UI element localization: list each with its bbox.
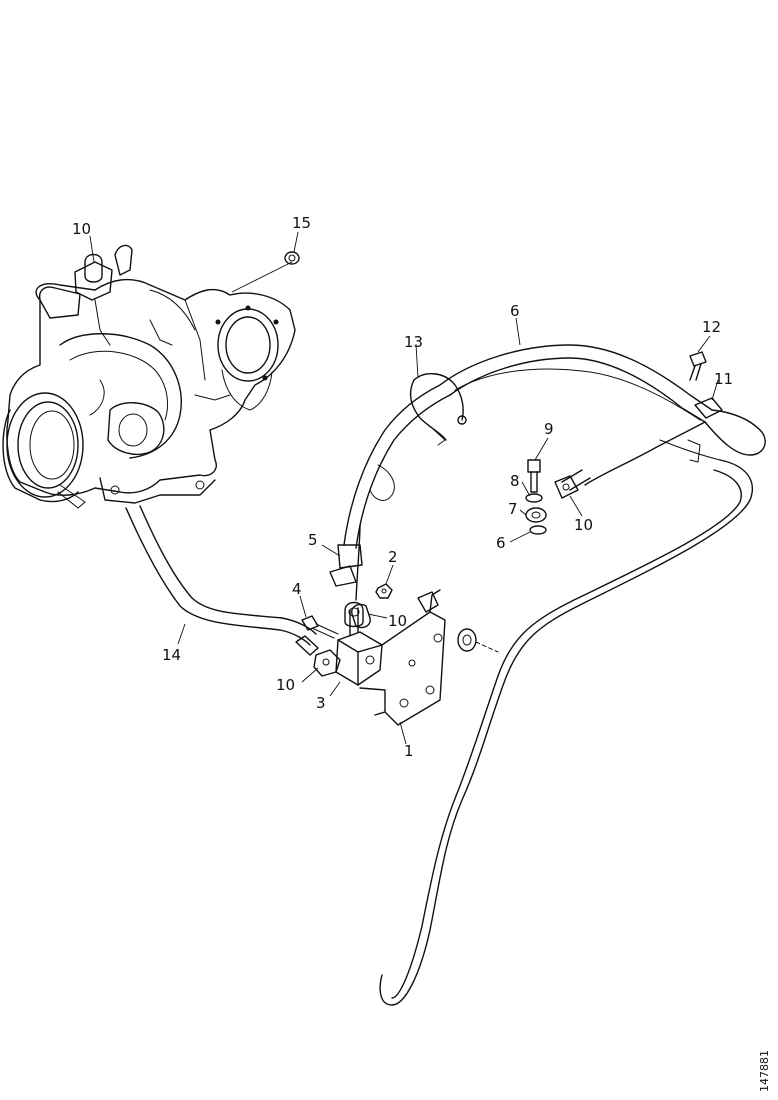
callout-9: 9 (544, 420, 554, 438)
callout-6-pipe: 6 (510, 302, 520, 320)
callout-7: 7 (508, 500, 518, 518)
grommet (457, 628, 499, 653)
connector-group (525, 459, 591, 535)
hose-13 (329, 373, 467, 587)
callout-13: 13 (404, 333, 423, 351)
sensor-line (355, 439, 754, 1006)
callout-5: 5 (308, 531, 318, 549)
callout-14: 14 (162, 646, 181, 664)
leader-lines (89, 231, 719, 745)
callout-15: 15 (292, 214, 311, 232)
callout-labels: 10 15 6 12 11 13 9 8 7 6 10 5 2 4 10 14 … (72, 214, 733, 760)
callout-10-left: 10 (276, 676, 295, 694)
callout-6-washer: 6 (496, 534, 506, 552)
pipe-14 (125, 505, 319, 656)
bracket (359, 589, 446, 726)
callout-10-right: 10 (574, 516, 593, 534)
callout-8: 8 (510, 472, 520, 490)
callout-3: 3 (316, 694, 326, 712)
valve-assembly (313, 601, 383, 686)
callout-12: 12 (702, 318, 721, 336)
callout-10-turbo: 10 (72, 220, 91, 238)
callout-10-middle: 10 (388, 612, 407, 630)
pipe-6 (439, 344, 766, 486)
callout-4: 4 (292, 580, 302, 598)
callout-11: 11 (714, 370, 733, 388)
callout-2: 2 (388, 548, 398, 566)
small-parts (84, 251, 707, 639)
drawing-number: 147881 (758, 1050, 771, 1092)
turbocharger (2, 244, 296, 509)
callout-1: 1 (404, 742, 414, 760)
